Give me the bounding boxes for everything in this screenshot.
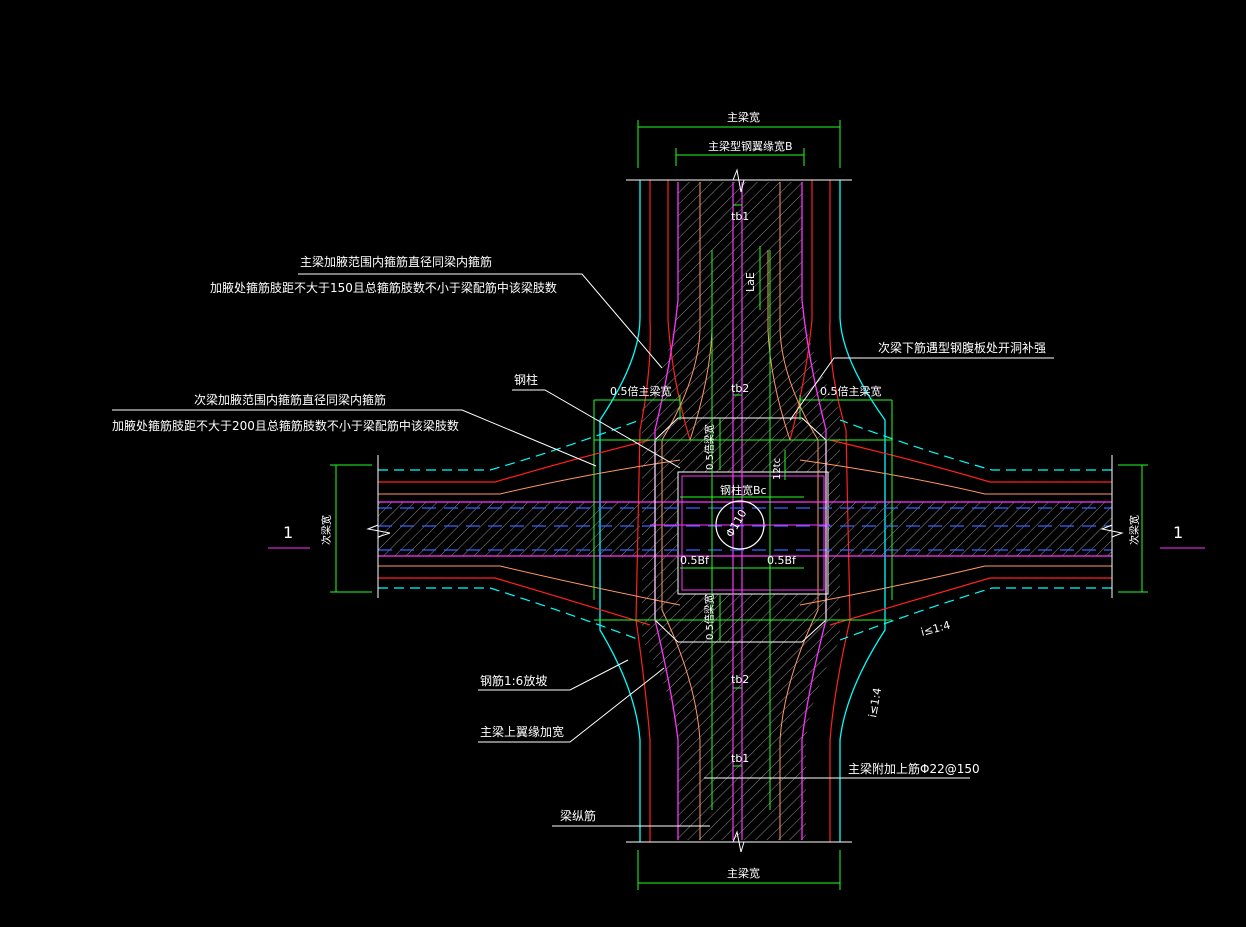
label-section-mark-right: 1 <box>1173 523 1183 542</box>
label-section-mark-left: 1 <box>283 523 293 542</box>
label-tb2-top: tb2 <box>731 382 749 395</box>
rebar-curve-1 <box>661 182 701 840</box>
leader-main-haunch <box>298 273 663 369</box>
label-note-secondary-haunch-1: 次梁加腋范围内箍筋直径同梁内箍筋 <box>194 392 386 407</box>
leader-secondary-haunch <box>112 409 597 467</box>
label-flange-widen: 主梁上翼缘加宽 <box>480 724 564 739</box>
main-beam-cyan-right <box>839 180 886 842</box>
leader-rebar-slope <box>478 659 629 691</box>
secondary-red-top-left <box>378 439 651 483</box>
steel-column-box <box>677 471 829 595</box>
secondary-red-top-right <box>829 439 1112 483</box>
label-main-beam-width-bottom: 主梁宽 <box>727 866 760 880</box>
secondary-cyan-bottom-left <box>378 587 641 641</box>
break-mark-bottom <box>732 830 745 853</box>
label-tb1-top: tb1 <box>731 210 749 223</box>
label-main-beam-width-top: 主梁宽 <box>727 110 760 124</box>
label-lae: LaE <box>744 272 757 292</box>
label-slope-right-lower: i≤1:4 <box>919 619 951 639</box>
label-half-bf-right: 0.5Bf <box>767 554 797 567</box>
label-secondary-width-right: 次梁宽 <box>1128 515 1141 545</box>
main-beam-red-left-2 <box>667 180 691 441</box>
label-tb1-bottom: tb1 <box>731 752 749 765</box>
label-tb2-bottom: tb2 <box>731 673 749 686</box>
label-secondary-width-left: 次梁宽 <box>320 515 333 545</box>
leader-lines <box>112 273 1205 827</box>
label-12tc: 12tc <box>772 458 783 480</box>
column-flange-magenta <box>681 475 825 591</box>
label-half-beam-v-bottom: 0.5倍梁宽 <box>703 594 716 640</box>
label-half-bf-left: 0.5Bf <box>680 554 710 567</box>
column-haunch-outline <box>654 417 827 643</box>
secondary-cyan-bottom-right <box>839 587 1112 641</box>
secondary-red-bottom-left <box>378 577 651 626</box>
label-steel-column: 钢柱 <box>514 372 538 387</box>
label-note-main-haunch-2: 加腋处箍筋肢距不大于150且总箍筋肢数不小于梁配筋中该梁肢数 <box>210 280 557 295</box>
label-note-secondary-bottom-bar: 次梁下筋遇型钢腹板处开洞补强 <box>878 340 1046 355</box>
leader-secondary-bottom-bar <box>789 357 1054 421</box>
break-mark-right <box>1100 524 1124 538</box>
green-dim-lines <box>330 120 1148 890</box>
main-beam-red-left <box>635 180 651 842</box>
label-rebar-slope: 钢筋1:6放坡 <box>480 673 547 688</box>
secondary-orange-bottom-left <box>378 565 681 606</box>
label-steel-column-width: 钢柱宽Bc <box>720 483 767 497</box>
label-slope-right-vertical: i≤1:4 <box>866 687 884 719</box>
secondary-beam-outlines <box>366 419 1124 641</box>
main-beam-red-right-2 <box>789 180 813 441</box>
hatched-beam-zone <box>378 182 1112 840</box>
rebar-curve-2 <box>779 182 819 840</box>
steel-column <box>650 417 830 643</box>
label-half-main-left: 0.5倍主梁宽 <box>610 384 672 398</box>
secondary-cyan-top-right <box>839 419 1112 471</box>
secondary-red-bottom-right <box>829 577 1112 626</box>
label-longitudinal-bar: 梁纵筋 <box>560 808 596 823</box>
break-mark-left <box>366 524 391 538</box>
leader-flange-widen <box>478 667 665 743</box>
hatch-horizontal-beam <box>378 502 1112 556</box>
label-half-main-right: 0.5倍主梁宽 <box>820 384 882 398</box>
secondary-orange-bottom-right <box>799 565 1112 606</box>
break-mark-top <box>732 168 745 193</box>
main-beam-cyan-left <box>599 180 641 842</box>
label-note-secondary-haunch-2: 加腋处箍筋肢距不大于200且总箍筋肢数不小于梁配筋中该梁肢数 <box>112 418 459 433</box>
secondary-orange-top-right <box>799 459 1112 495</box>
rebar-curve-4 <box>767 250 791 441</box>
label-main-beam-steel-flange-width: 主梁型钢翼缘宽B <box>708 139 793 153</box>
leader-steel-column <box>512 389 681 469</box>
secondary-orange-top-left <box>378 459 681 495</box>
label-note-main-haunch-1: 主梁加腋范围内箍筋直径同梁内箍筋 <box>300 254 492 269</box>
label-additional-bar: 主梁附加上筋Φ22@150 <box>848 761 980 776</box>
labels: 主梁宽 主梁型钢翼缘宽B 主梁宽 tb1 tb1 tb2 tb2 LaE 主梁加… <box>112 110 1183 880</box>
label-half-beam-v-top: 0.5倍梁宽 <box>703 424 716 470</box>
